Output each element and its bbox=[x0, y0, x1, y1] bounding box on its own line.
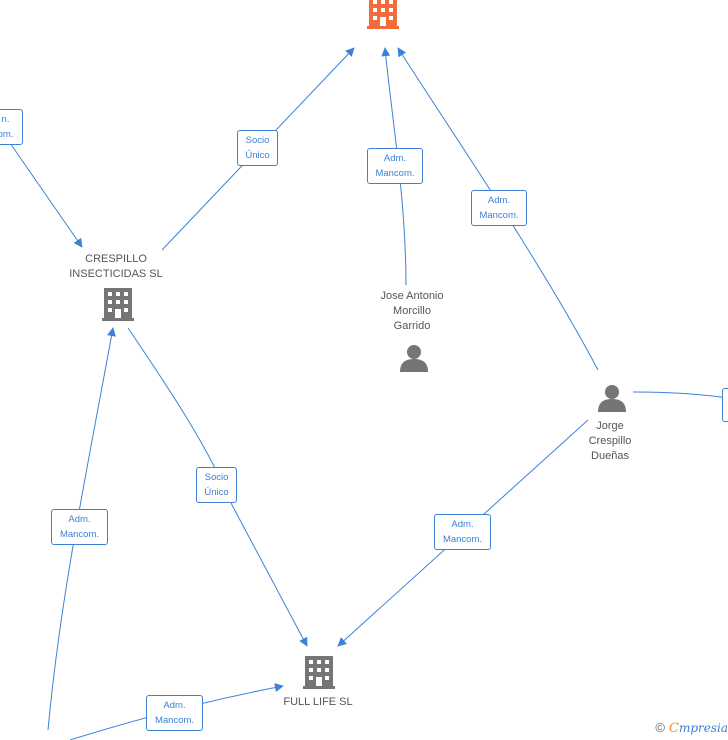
relation-line-1: Adm. bbox=[451, 519, 474, 530]
relation-label[interactable]: Adm. Mancom. bbox=[367, 148, 423, 184]
person-name-line-2: Morcillo bbox=[393, 305, 431, 317]
relation-label[interactable]: n. om. bbox=[0, 109, 23, 145]
edge-jorge-to-offscreen-right bbox=[632, 391, 728, 399]
jorge-person-name[interactable]: Jorge Crespillo Dueñas bbox=[570, 419, 650, 464]
relation-line-2: Mancom. bbox=[375, 168, 415, 179]
relation-line-1: Adm. bbox=[487, 195, 511, 206]
fulllife-building-icon[interactable] bbox=[303, 656, 335, 689]
relation-line-2: om. bbox=[0, 129, 14, 140]
person-name-line-1: Jose Antonio bbox=[380, 290, 444, 302]
copyright-footer: ©Cmpresia bbox=[655, 720, 728, 736]
jose-person-icon[interactable] bbox=[400, 345, 428, 372]
relation-line-2: Mancom. bbox=[479, 210, 519, 221]
relation-line-2: Mancom. bbox=[59, 529, 100, 540]
relation-label-offscreen[interactable] bbox=[722, 388, 728, 422]
relation-line-1: n. bbox=[1, 114, 10, 125]
brand-logo-initial: C bbox=[668, 721, 679, 736]
crespillo-building-icon[interactable] bbox=[102, 288, 134, 321]
relation-label[interactable]: Adm. Mancom. bbox=[434, 514, 491, 550]
relation-label[interactable]: Socio Único bbox=[237, 130, 278, 166]
relation-line-2: Mancom. bbox=[442, 534, 483, 545]
relation-label[interactable]: Adm. Mancom. bbox=[471, 190, 527, 226]
relation-line-2: Mancom. bbox=[154, 715, 195, 726]
company-name-line-1: CRESPILLO bbox=[85, 253, 147, 265]
edge-offscreen-to-crespillo-top bbox=[9, 142, 83, 248]
relation-line-1: Adm. bbox=[68, 514, 91, 525]
relation-line-1: Adm. bbox=[163, 700, 186, 711]
company-name-line-2: INSECTICIDAS SL bbox=[69, 268, 163, 280]
copyright-symbol: © bbox=[655, 720, 665, 735]
relation-label[interactable]: Socio Único bbox=[196, 467, 237, 503]
relation-line-1: Socio bbox=[204, 472, 229, 483]
person-name-line-1: Jorge bbox=[596, 420, 624, 432]
top-company-building-icon[interactable] bbox=[367, 0, 399, 29]
relation-line-1: Socio bbox=[245, 135, 270, 146]
relation-label[interactable]: Adm. Mancom. bbox=[146, 695, 203, 731]
relation-line-2: Único bbox=[245, 150, 270, 161]
person-name-line-3: Garrido bbox=[393, 320, 431, 332]
jose-person-name[interactable]: Jose Antonio Morcillo Garrido bbox=[360, 289, 464, 334]
crespillo-company-name[interactable]: CRESPILLO INSECTICIDAS SL bbox=[56, 252, 176, 282]
relation-line-1: Adm. bbox=[383, 153, 407, 164]
person-name-line-3: Dueñas bbox=[591, 450, 629, 462]
brand-name: mpresia bbox=[678, 721, 728, 735]
fulllife-company-name[interactable]: FULL LIFE SL bbox=[283, 696, 353, 708]
jorge-person-icon[interactable] bbox=[598, 385, 626, 412]
relation-line-2: Único bbox=[204, 487, 229, 498]
person-name-line-2: Crespillo bbox=[588, 435, 632, 447]
relation-label[interactable]: Adm. Mancom. bbox=[51, 509, 108, 545]
